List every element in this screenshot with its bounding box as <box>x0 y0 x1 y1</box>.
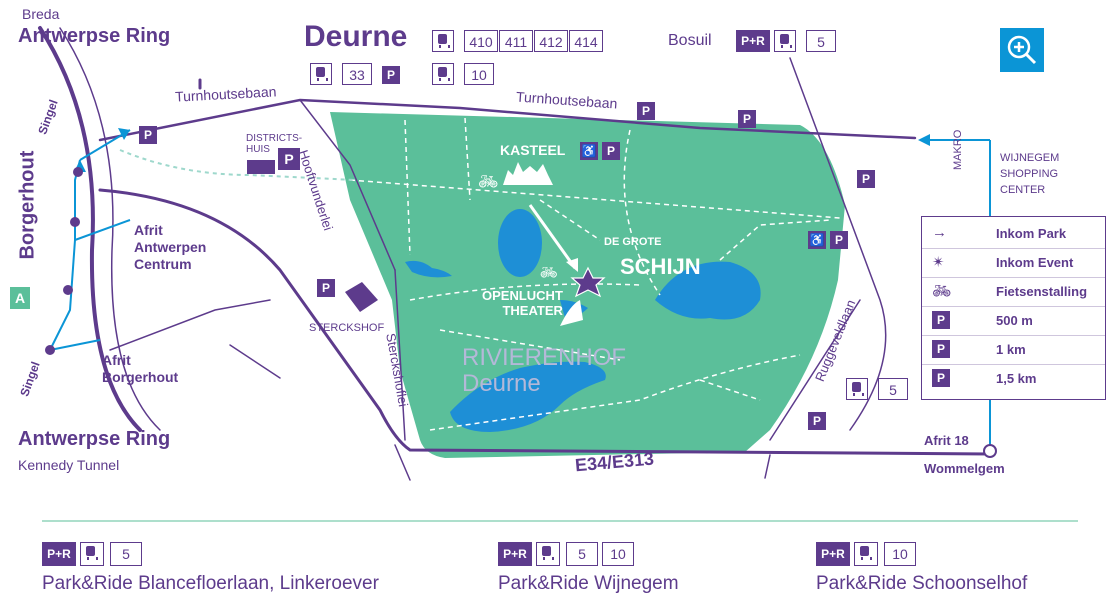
bus-line: 410 <box>464 30 498 52</box>
legend-label: 1 km <box>996 342 1026 357</box>
legend-row: → Inkom Park <box>922 219 1105 249</box>
legend-label: 500 m <box>996 313 1033 328</box>
wijnegem-label: WIJNEGEM SHOPPING CENTER <box>1000 152 1060 196</box>
park-paths <box>349 117 841 431</box>
parking-badge: P <box>637 102 655 120</box>
park-and-ride-badge: P+R <box>736 30 770 52</box>
legend-row: P 500 m <box>922 306 1105 336</box>
pond-west <box>405 260 452 278</box>
sterckshof-label: STERCKSHOF <box>309 322 385 334</box>
parking-badge: P <box>278 148 300 170</box>
bus-icon <box>310 63 332 85</box>
bus-line: 414 <box>569 30 603 52</box>
map-legend: → Inkom Park ✴ Inkom Event 🚲︎ Fietsensta… <box>921 216 1106 400</box>
parking-walk-3-icon: P <box>932 369 950 387</box>
afrit-antwerpen-label: Afrit Antwerpen Centrum <box>134 222 207 272</box>
districtshuis-label: DISTRICTS- HUIS <box>246 133 303 155</box>
afrit-borgerhout-label: Afrit Borgerhout <box>102 352 179 385</box>
kennedy-tunnel-label: Kennedy Tunnel <box>18 457 120 473</box>
deurne-label: Deurne <box>304 20 408 53</box>
de-grote-label: DE GROTE <box>604 236 662 248</box>
bus-line: 411 <box>499 30 533 52</box>
bosuil-label: Bosuil <box>668 32 712 49</box>
tram-icon <box>80 542 104 566</box>
park-and-ride-badge: P+R <box>498 542 532 566</box>
zoom-in-button[interactable] <box>1000 28 1044 72</box>
junctions <box>45 167 83 355</box>
legend-label: 1,5 km <box>996 371 1037 386</box>
antwerpse-ring-top-label: Antwerpse Ring <box>18 25 171 47</box>
tram-icon <box>432 63 454 85</box>
pond-east <box>655 261 761 320</box>
rivierenhof-deurne-label: Deurne <box>462 370 541 397</box>
tram-line-10: 10 <box>464 63 494 85</box>
pr-line: 5 <box>110 542 142 566</box>
parking-badge: P <box>602 142 620 160</box>
park-and-ride-badge: P+R <box>816 542 850 566</box>
roads <box>38 26 992 481</box>
tram-icon <box>846 378 868 400</box>
legend-row: 🚲︎ Fietsenstalling <box>922 277 1105 307</box>
arrow-right-icon: → <box>932 224 947 241</box>
legend-row: ✴ Inkom Event <box>922 248 1105 278</box>
castle-shape <box>503 162 553 185</box>
disabled-parking-icon: ♿ <box>808 231 826 249</box>
legend-row: P 1,5 km <box>922 364 1105 393</box>
parking-badge: P <box>830 231 848 249</box>
borgerhout-label: Borgerhout <box>16 150 39 260</box>
park-and-ride-badge: P+R <box>42 542 76 566</box>
bosuil-tram-line: 5 <box>806 30 836 52</box>
bicycle-icon: 🚲︎ <box>540 264 558 280</box>
legend-row: P 1 km <box>922 335 1105 365</box>
tram-icon <box>854 542 878 566</box>
parking-badge: P <box>808 412 826 430</box>
pond-north <box>498 209 542 277</box>
pond-south <box>450 361 606 432</box>
tram-icon <box>774 30 796 52</box>
parking-walk-1-icon: P <box>932 311 950 329</box>
breda-label: Breda <box>22 6 60 22</box>
bicycle-icon: 🚲︎ <box>932 283 952 300</box>
park-and-ride-label: Park&Ride Schoonselhof <box>816 573 1028 594</box>
bus-icon <box>432 30 454 52</box>
parking-badge: P <box>139 126 157 144</box>
openlucht-theater-label: OPENLUCHT THEATER <box>482 288 563 318</box>
parking-walk-2-icon: P <box>932 340 950 358</box>
disabled-parking-icon: ♿ <box>580 142 598 160</box>
star-burst-icon: ✴ <box>932 254 945 271</box>
park-and-ride-label: Park&Ride Blancefloerlaan, Linkeroever <box>42 573 379 594</box>
bus-line-33: 33 <box>342 63 372 85</box>
pr-line: 10 <box>602 542 634 566</box>
makro-label: MAKRO <box>952 129 964 170</box>
kasteel-label: KASTEEL <box>500 142 566 158</box>
park-and-ride-label: Park&Ride Wijnegem <box>498 573 679 594</box>
parking-badge: P <box>382 66 400 84</box>
tram-icon <box>536 542 560 566</box>
pr-line: 5 <box>566 542 598 566</box>
parking-badge: P <box>857 170 875 188</box>
ruggeveld-tram-line: 5 <box>878 378 908 400</box>
bus-line: 412 <box>534 30 568 52</box>
pr-line: 10 <box>884 542 916 566</box>
legend-label: Inkom Event <box>996 255 1074 270</box>
antwerpse-ring-bottom-label: Antwerpse Ring <box>18 428 171 450</box>
legend-label: Fietsenstalling <box>996 284 1088 299</box>
zoom-in-icon <box>1007 35 1037 65</box>
wommelgem-label: Wommelgem <box>924 461 1005 476</box>
bicycle-icon: 🚲︎ <box>478 174 499 191</box>
borgerhout-badge: A <box>10 287 30 309</box>
parking-badge: P <box>317 279 335 297</box>
event-entrance-star <box>570 266 606 298</box>
afrit18-label: Afrit 18 <box>924 433 969 448</box>
schijn-label: SCHIJN <box>620 254 701 279</box>
parking-badge: P <box>738 110 756 128</box>
rivierenhof-label: RIVIERENHOF <box>462 344 627 371</box>
legend-label: Inkom Park <box>996 226 1067 241</box>
